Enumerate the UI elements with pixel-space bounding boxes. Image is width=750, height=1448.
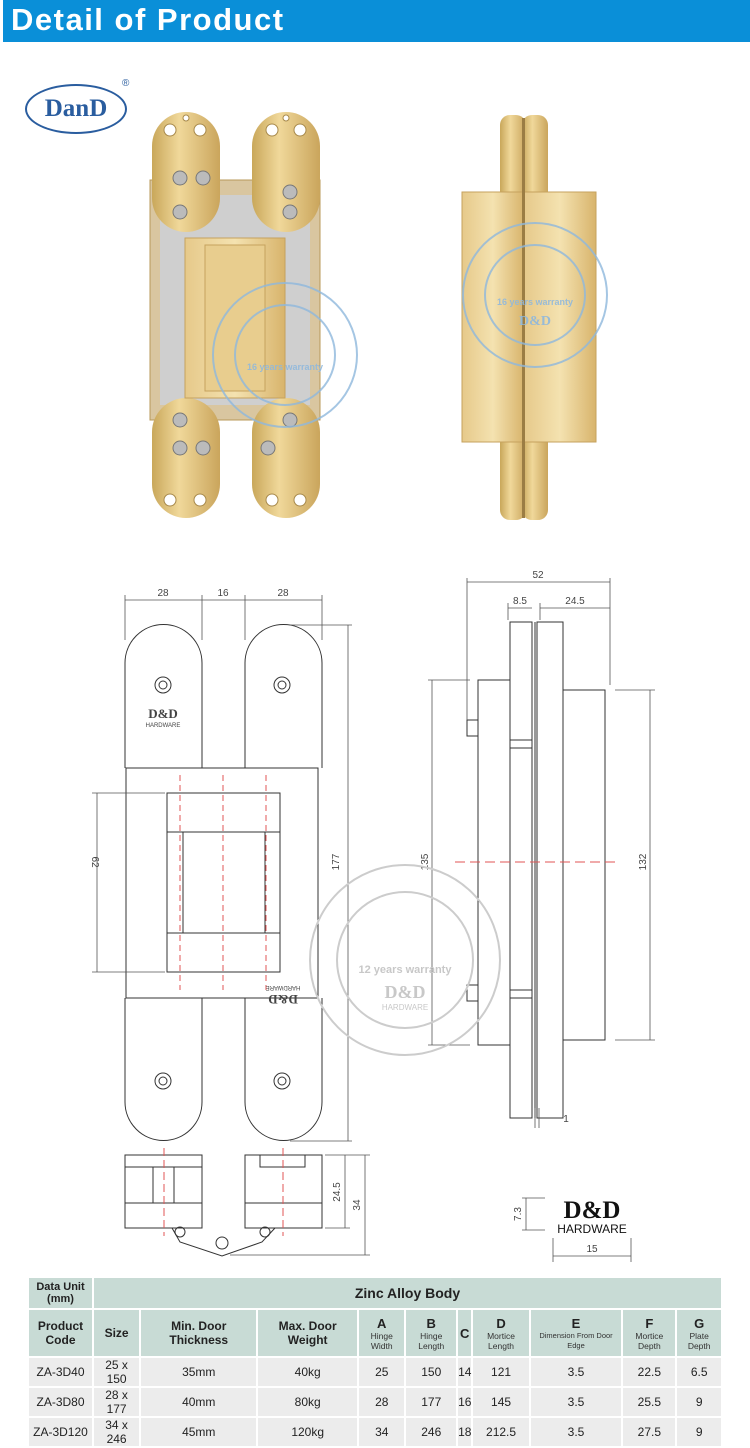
hinge-photo-side: [461, 115, 597, 520]
cell: 25.5: [623, 1388, 676, 1416]
dim-front-right: 28: [277, 588, 289, 599]
watermark-stamp: [212, 222, 608, 428]
dim-logo-width: 15: [586, 1244, 598, 1255]
side-view-drawing: [428, 578, 655, 1128]
cell: 34 x 246: [94, 1418, 140, 1446]
cell: 28 x 177: [94, 1388, 140, 1416]
cell: 145: [473, 1388, 529, 1416]
cell: ZA-3D80: [29, 1388, 92, 1416]
cell: 212.5: [473, 1418, 529, 1446]
dim-front-mid: 16: [217, 588, 229, 599]
leaf-logo-sub: HARDWARE: [146, 723, 181, 729]
cell: 16: [458, 1388, 472, 1416]
col-header: Max. Door Weight: [258, 1310, 358, 1356]
cell: 177: [406, 1388, 457, 1416]
cell: 27.5: [623, 1418, 676, 1446]
col-header: C: [458, 1310, 472, 1356]
cell: 25 x 150: [94, 1358, 140, 1386]
col-header: Size: [94, 1310, 140, 1356]
logo-spec-sub: HARDWARE: [557, 1222, 627, 1236]
watermark-warranty: 16 years warranty: [247, 362, 323, 372]
cell: 3.5: [530, 1418, 622, 1446]
cell: 14: [458, 1358, 472, 1386]
col-header: Product Code: [29, 1310, 92, 1356]
cell: ZA-3D40: [29, 1358, 92, 1386]
watermark-brand-drawing: D&D: [385, 982, 426, 1002]
dim-side-a: 8.5: [513, 596, 527, 607]
watermark-stamp-drawing: [309, 864, 501, 1056]
cell: 150: [406, 1358, 457, 1386]
brand-logo: DanD: [25, 84, 127, 134]
bottom-view-drawing: [124, 1148, 632, 1262]
brand-logo-text: DanD: [44, 95, 108, 122]
dim-side-left-height: 135: [420, 853, 431, 870]
cell: 9: [677, 1388, 721, 1416]
unit-label: Data Unit (mm): [29, 1278, 92, 1308]
title-banner: Detail of Product: [3, 0, 750, 42]
registered-mark: ®: [122, 78, 130, 89]
cell: 35mm: [141, 1358, 257, 1386]
leaf-logo-sub-rotated: HARDWARE: [266, 984, 301, 990]
cell: 80kg: [258, 1388, 358, 1416]
dim-side-total: 52: [532, 570, 544, 581]
col-header: Min. Door Thickness: [141, 1310, 257, 1356]
dim-side-gap: 1: [563, 1114, 569, 1125]
group-title: Zinc Alloy Body: [94, 1278, 721, 1308]
cell: 34: [359, 1418, 405, 1446]
front-view-drawing: [92, 595, 352, 1142]
cell: 9: [677, 1418, 721, 1446]
spec-table: Data Unit (mm) Zinc Alloy Body Product C…: [27, 1276, 723, 1448]
hinge-photo-front: [149, 112, 321, 518]
cell: 246: [406, 1418, 457, 1446]
dim-side-right-height: 132: [638, 853, 649, 870]
cell: 120kg: [258, 1418, 358, 1446]
dim-bottom-outer: 34: [352, 1199, 363, 1211]
cell: 18: [458, 1418, 472, 1446]
watermark-warranty-drawing: 12 years warranty: [359, 964, 453, 976]
cell: 6.5: [677, 1358, 721, 1386]
cell: 40mm: [141, 1388, 257, 1416]
watermark-brand: D&D: [519, 314, 551, 329]
dim-front-length: 177: [331, 853, 342, 870]
cell: 28: [359, 1388, 405, 1416]
cell: 40kg: [258, 1358, 358, 1386]
product-illustrations: 16 years warranty 16 years warranty D&D …: [89, 112, 655, 1262]
dim-front-body: 62: [89, 856, 100, 868]
page-title: Detail of Product: [11, 2, 285, 37]
dim-logo-height: 7.3: [513, 1207, 524, 1221]
cell: 3.5: [530, 1358, 622, 1386]
cell: ZA-3D120: [29, 1418, 92, 1446]
cell: 121: [473, 1358, 529, 1386]
watermark-sub-drawing: HARDWARE: [382, 1003, 428, 1012]
dim-bottom-inner: 24.5: [332, 1182, 343, 1202]
dim-front-left: 28: [157, 588, 169, 599]
logo-spec-brand: D&D: [564, 1197, 621, 1224]
leaf-logo: D&D: [148, 706, 178, 721]
watermark-warranty: 16 years warranty: [497, 297, 573, 307]
leaf-logo-rotated: D&D: [268, 992, 298, 1007]
cell: 22.5: [623, 1358, 676, 1386]
column-headers: Product Code Size Min. Door Thickness Ma…: [29, 1310, 721, 1356]
cell: 25: [359, 1358, 405, 1386]
cell: 3.5: [530, 1388, 622, 1416]
dim-side-b: 24.5: [565, 596, 585, 607]
cell: 45mm: [141, 1418, 257, 1446]
